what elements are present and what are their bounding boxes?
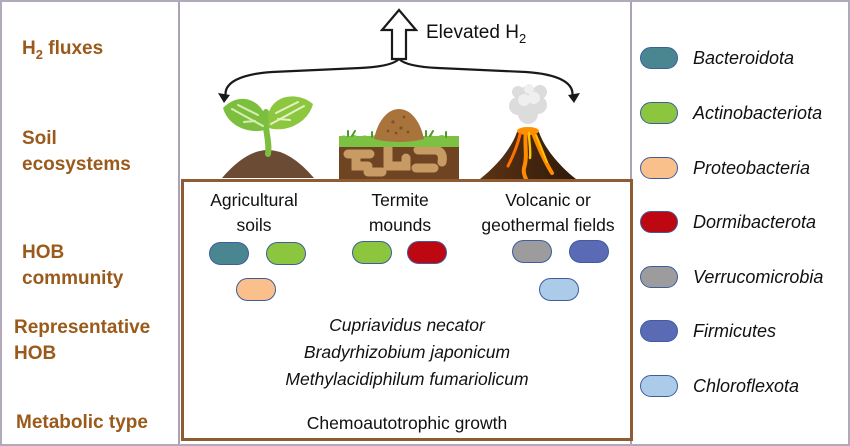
pill-chloroflexota (539, 278, 579, 301)
seedling-illustration (222, 96, 314, 178)
species-line: Bradyrhizobium japonicum (303, 342, 511, 362)
legend-row: Dormibacterota (640, 211, 816, 233)
center-panel: Elevated H2 (178, 2, 633, 444)
legend-row: Chloroflexota (640, 375, 799, 397)
legend-pill-verrucomicrobia (640, 266, 678, 288)
legend-pill-dormibacterota (640, 211, 678, 233)
header-termite-mounds: Termite mounds (368, 190, 432, 235)
row-label-metabolic-type: Metabolic type (16, 412, 148, 433)
metabolic-type-value: Chemoautotrophic growth (306, 413, 508, 433)
pill-actinobacteriota (266, 242, 306, 265)
row-label-soil-ecosystems: Soil ecosystems (22, 128, 131, 175)
legend-pill-proteobacteria (640, 157, 678, 179)
pill-dormibacterota (407, 241, 447, 264)
legend-label: Verrucomicrobia (693, 266, 824, 287)
brace-icon (218, 58, 580, 103)
termite-mound-illustration (339, 109, 459, 180)
hob-comparison-box: Agricultural soils Termite mounds Volcan… (181, 179, 633, 441)
legend-row: Proteobacteria (640, 157, 810, 179)
volcano-illustration (480, 84, 576, 181)
elevated-h2-arrow-icon (380, 8, 418, 61)
elevated-h2-label: Elevated H2 (426, 22, 527, 46)
row-label-h2-fluxes: H2 fluxes (22, 38, 104, 62)
species-line: Methylacidiphilum fumariolicum (285, 369, 529, 389)
legend-pill-actinobacteriota (640, 102, 678, 124)
legend-label: Dormibacterota (693, 211, 817, 232)
pill-bacteroidota (209, 242, 249, 265)
legend-pill-bacteroidota (640, 47, 678, 69)
species-line: Cupriavidus necator (329, 315, 485, 335)
pill-proteobacteria (236, 278, 276, 301)
legend-row: Bacteroidota (640, 47, 794, 69)
phylum-legend: Bacteroidota Actinobacteriota Proteobact… (632, 2, 848, 444)
legend-row: Firmicutes (640, 320, 776, 342)
legend-pill-firmicutes (640, 320, 678, 342)
pill-verrucomicrobia (512, 240, 552, 263)
header-volcanic-geothermal: Volcanic or geothermal fields (481, 190, 615, 235)
header-agricultural-soils: Agricultural soils (210, 190, 298, 235)
legend-label: Chloroflexota (693, 375, 800, 396)
row-label-hob-community: HOB community (22, 242, 124, 289)
legend-label: Bacteroidota (693, 47, 795, 68)
row-label-representative-hob: Representative HOB (14, 317, 151, 364)
legend-label: Firmicutes (693, 320, 777, 341)
legend-pill-chloroflexota (640, 375, 678, 397)
representative-species-list: Cupriavidus necator Bradyrhizobium japon… (184, 312, 630, 393)
pill-firmicutes (569, 240, 609, 263)
pill-actinobacteriota (352, 241, 392, 264)
legend-row: Actinobacteriota (640, 102, 822, 124)
legend-label: Actinobacteriota (693, 102, 823, 123)
legend-row: Verrucomicrobia (640, 266, 823, 288)
legend-label: Proteobacteria (693, 157, 811, 178)
